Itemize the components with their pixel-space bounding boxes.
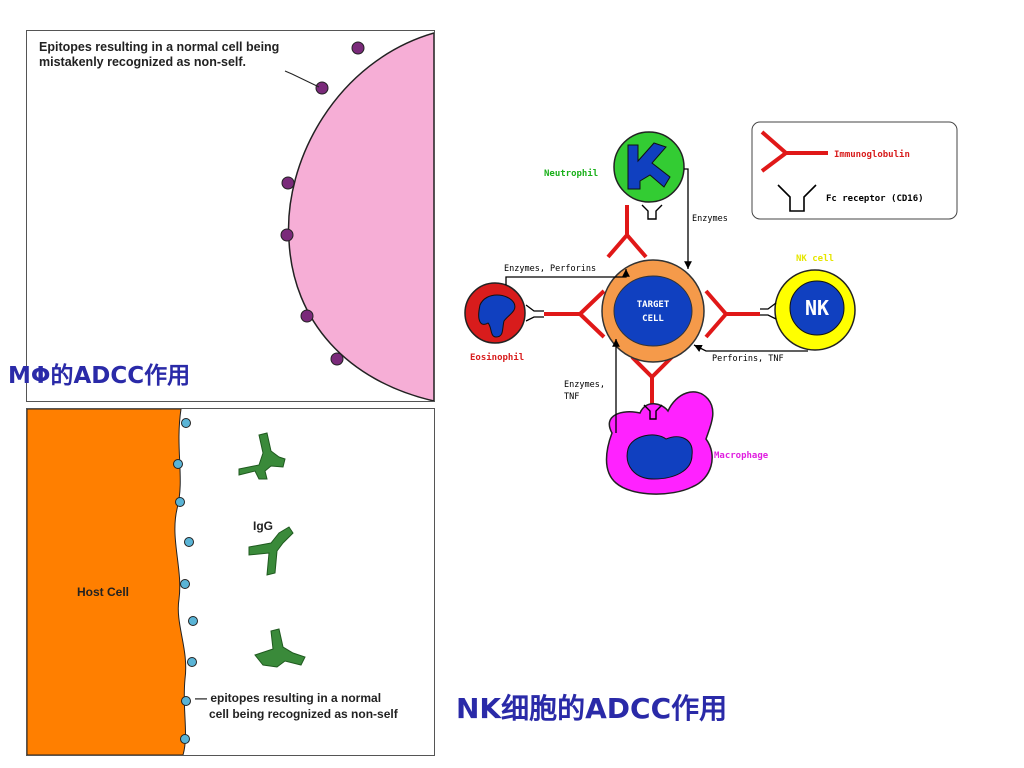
epitope-dot [181, 418, 191, 428]
epitope-dot [184, 537, 194, 547]
nk-cell-label: NK cell [796, 254, 834, 264]
igg-label: IgG [253, 519, 273, 533]
epitope-dot [175, 497, 185, 507]
legend-immunoglobulin-icon [760, 130, 828, 173]
label-enzymes-perforins: Enzymes, Perforins [504, 264, 596, 274]
eosinophil-label: Eosinophil [470, 352, 524, 363]
macrophage-fc-receptor [643, 404, 663, 420]
nk-adcc-caption: NK细胞的ADCC作用 [456, 692, 728, 725]
epitopes-note-line2: cell being recognized as non-self [209, 707, 398, 721]
nk-text: NK [805, 296, 829, 320]
target-label-1: TARGET [637, 300, 670, 310]
arrow-nk [693, 344, 808, 352]
host-cell-shape [27, 409, 187, 755]
eosinophil-fc-receptor [525, 304, 544, 322]
label-perforins-tnf: Perforins, TNF [712, 354, 784, 364]
target-label-2: CELL [642, 314, 664, 324]
igg-antibody [254, 628, 306, 668]
host-cell-label: Host Cell [77, 585, 130, 599]
legend-immunoglobulin-label: Immunoglobulin [834, 149, 910, 160]
neutrophil-fc-receptor [641, 204, 663, 220]
epitope-note: Epitopes resulting in a normal cell bein… [39, 40, 280, 69]
epitope-panel: Epitopes resulting in a normal cell bein… [26, 30, 435, 402]
eosinophil-nucleus [478, 294, 516, 338]
epitope-dot [180, 579, 190, 589]
epitope-pointer-line [284, 70, 320, 88]
epitope-dot [280, 228, 294, 242]
macrophage-label: Macrophage [714, 451, 769, 461]
neutrophil-nucleus [627, 142, 671, 190]
igg-antibody [248, 526, 294, 576]
epitope-dot [351, 41, 365, 55]
epitope-dot [181, 696, 191, 706]
arrow-eosinophil [505, 269, 630, 285]
epitope-dot [173, 459, 183, 469]
legend-fc-receptor-label: Fc receptor (CD16) [826, 194, 924, 204]
epitope-dot [330, 352, 344, 366]
epitope-dot [188, 616, 198, 626]
nk-cell-inner [789, 280, 845, 336]
adcc-diagram: Immunoglobulin Fc receptor (CD16) TARGET… [464, 121, 958, 495]
macrophage-adcc-caption: MΦ的ADCC作用 [8, 363, 191, 389]
nk-fc-receptor [760, 302, 777, 320]
label-enzymes-tnf-1: Enzymes, [564, 380, 605, 390]
host-cell-drawing [27, 409, 306, 755]
target-cell-inner [613, 275, 693, 347]
epitope-dot [300, 309, 314, 323]
epitope-dot [315, 81, 329, 95]
legend-fc-receptor-icon [777, 184, 817, 212]
arrow-neutrophil [684, 168, 692, 269]
antibody-links [544, 205, 760, 405]
epitope-dot [180, 734, 190, 744]
pink-cell [287, 32, 434, 401]
epitope-dot [281, 176, 295, 190]
epitopes-note-line1: — epitopes resulting in a normal [195, 691, 382, 705]
macrophage-nucleus [626, 434, 693, 480]
epitope-dot [187, 657, 197, 667]
host-cell-panel: Host Cell IgG — epitopes resulting in a … [26, 408, 435, 756]
igg-antibody [238, 432, 286, 480]
legend-box [751, 121, 958, 220]
label-enzymes: Enzymes [692, 214, 728, 224]
label-enzymes-tnf-2: TNF [564, 392, 579, 402]
neutrophil-label: Neutrophil [544, 168, 598, 179]
epitope-panel-drawing [280, 32, 434, 401]
